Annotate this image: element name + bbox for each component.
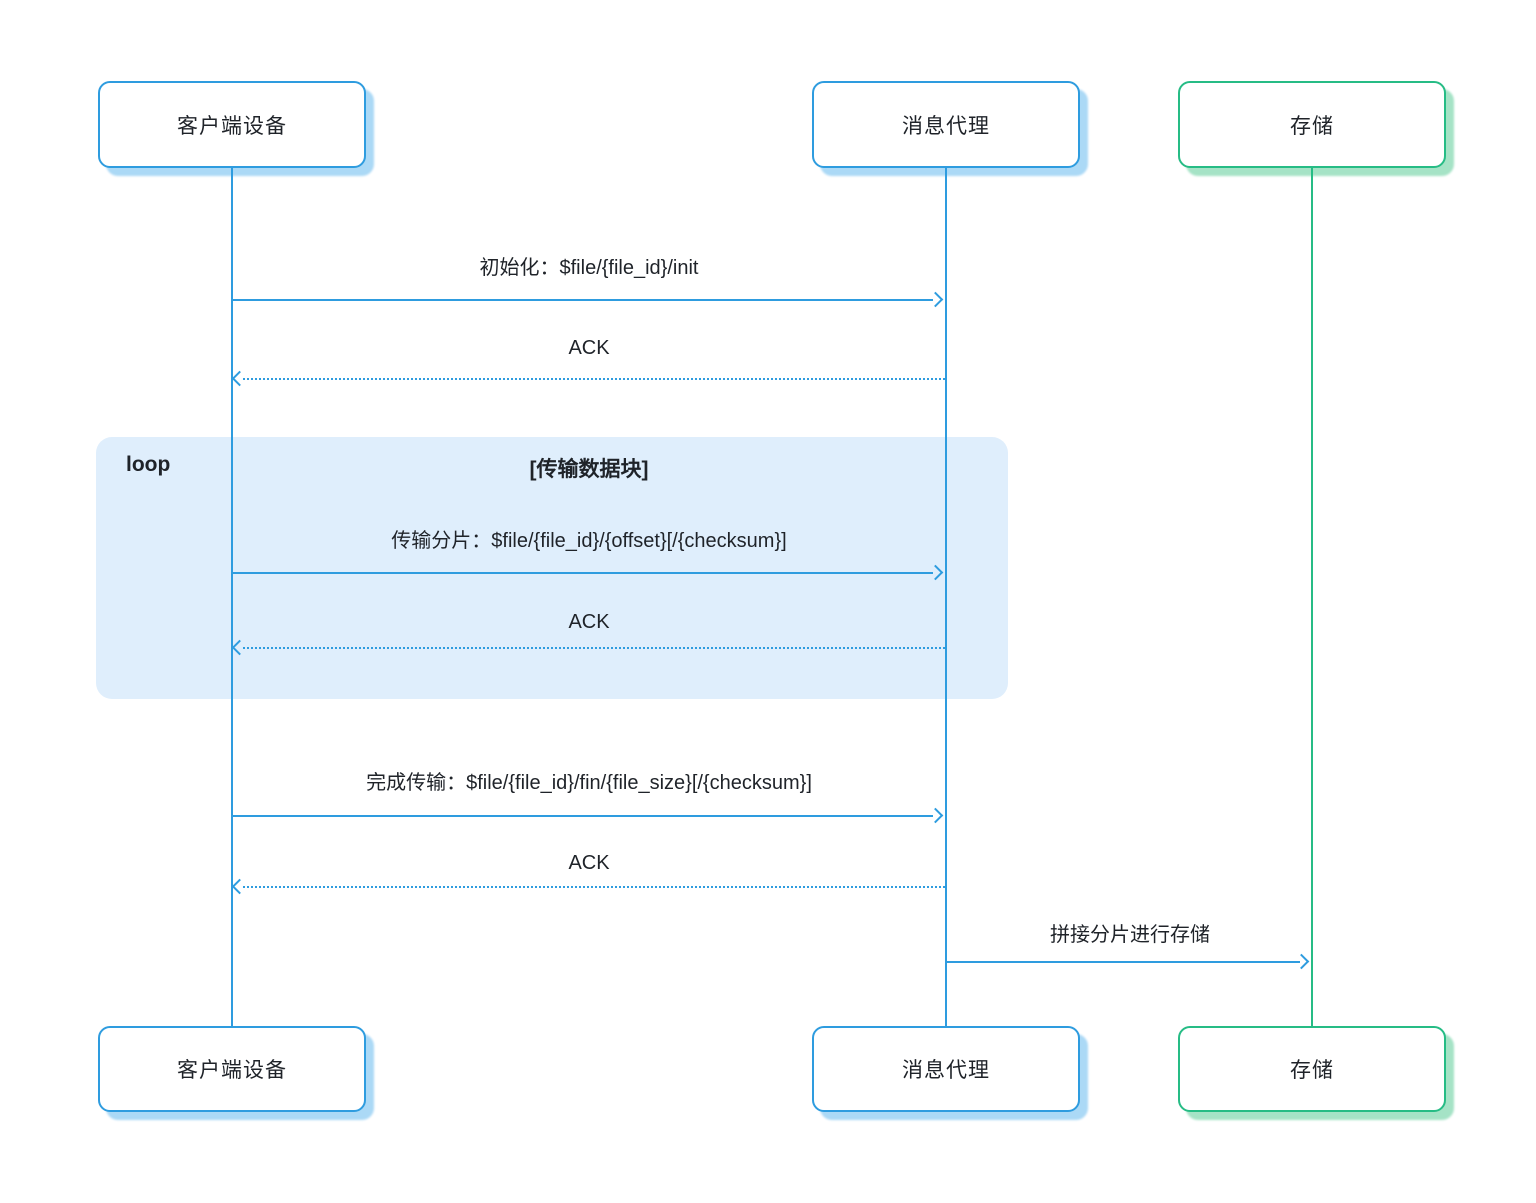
message-line-chunk (233, 572, 933, 574)
message-label-fin-ack: ACK (568, 852, 610, 874)
actor-client-bottom: 客户端设备 (98, 1026, 366, 1112)
message-label-chunk-ack: ACK (568, 611, 610, 633)
actor-broker-label: 消息代理 (902, 1059, 990, 1082)
arrowhead-left-icon (231, 370, 248, 387)
message-label-init-ack: ACK (568, 337, 610, 359)
arrowhead-left-icon (231, 878, 248, 895)
actor-client-label: 客户端设备 (177, 1059, 287, 1082)
lifeline-storage (1311, 168, 1313, 1026)
lifeline-broker (945, 168, 947, 1026)
message-line-chunk-ack (243, 647, 945, 649)
arrowhead-right-icon (1293, 953, 1310, 970)
message-line-init (233, 299, 933, 301)
actor-storage-top: 存储 (1178, 81, 1446, 168)
actor-storage-bottom: 存储 (1178, 1026, 1446, 1112)
arrowhead-right-icon (927, 807, 944, 824)
message-label-init: 初始化：$file/{file_id}/init (479, 257, 699, 279)
actor-storage-label: 存储 (1290, 1059, 1334, 1082)
arrowhead-right-icon (927, 291, 944, 308)
message-label-store: 拼接分片进行存储 (1050, 924, 1210, 946)
message-line-fin (233, 815, 933, 817)
message-line-store (947, 961, 1300, 963)
message-label-fin: 完成传输：$file/{file_id}/fin/{file_size}[/{c… (366, 772, 812, 794)
actor-broker-bottom: 消息代理 (812, 1026, 1080, 1112)
loop-condition-label: [传输数据块] (529, 458, 649, 481)
actor-client-top: 客户端设备 (98, 81, 366, 168)
actor-broker-label: 消息代理 (902, 114, 990, 138)
message-line-fin-ack (243, 886, 945, 888)
actor-client-label: 客户端设备 (177, 114, 287, 138)
lifeline-client (231, 168, 233, 1026)
message-label-chunk: 传输分片：$file/{file_id}/{offset}[/{checksum… (391, 530, 787, 552)
loop-keyword-label: loop (126, 453, 171, 476)
loop-block (96, 437, 1008, 699)
actor-storage-label: 存储 (1290, 114, 1334, 138)
actor-broker-top: 消息代理 (812, 81, 1080, 168)
message-line-init-ack (243, 378, 945, 380)
